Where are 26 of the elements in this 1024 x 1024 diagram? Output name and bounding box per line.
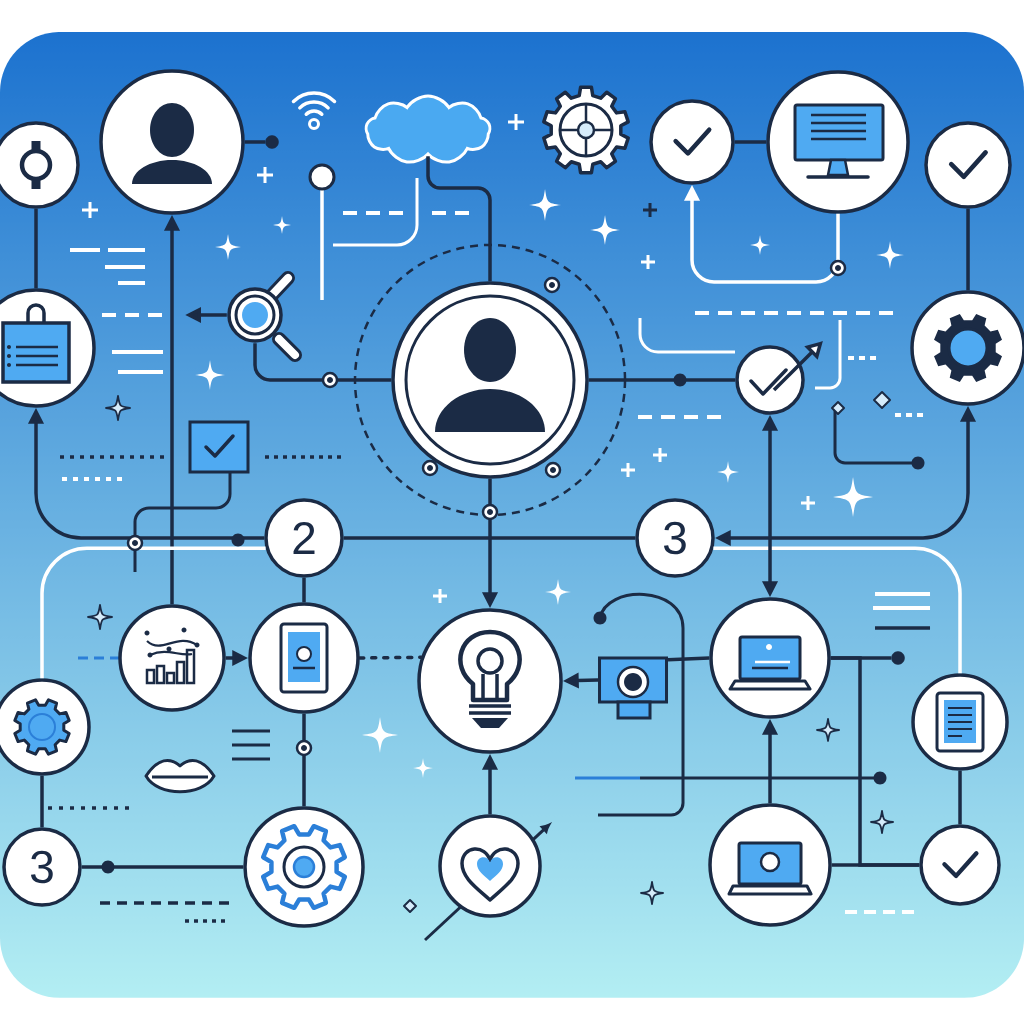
cloud-icon <box>364 94 492 164</box>
connector-line <box>830 656 920 867</box>
connector-line <box>966 208 970 291</box>
connector-line <box>358 655 423 660</box>
magnifier-icon <box>227 271 302 362</box>
icon-circle <box>118 604 226 712</box>
connector-line <box>588 378 736 382</box>
connector-line <box>734 140 767 144</box>
connector-line <box>713 546 962 674</box>
icon-circle <box>649 99 735 185</box>
icon-circle <box>924 121 1012 209</box>
icon-circle <box>735 345 805 415</box>
connector-line <box>81 865 244 869</box>
connector-line <box>40 546 266 679</box>
connector-line <box>302 577 306 603</box>
connector-line <box>302 713 306 807</box>
connector-line <box>34 208 38 289</box>
connector-line <box>667 656 710 662</box>
connector-line <box>253 343 392 382</box>
connector-line <box>244 140 266 144</box>
connector-line <box>958 770 962 825</box>
icon-circle <box>919 824 1001 906</box>
connector-line <box>426 156 492 282</box>
camera-icon <box>598 656 668 720</box>
connector-line <box>40 775 44 828</box>
connector-line <box>343 536 636 540</box>
